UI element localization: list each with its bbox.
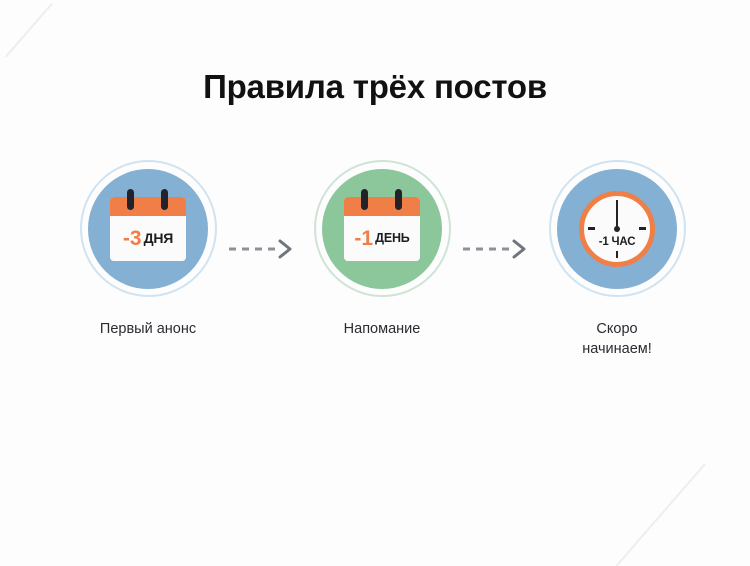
- calendar-ring-right-icon: [161, 188, 168, 210]
- step-1-disc: -3 ДНЯ: [88, 168, 208, 289]
- step-2-disc: -1 ДЕНЬ: [322, 168, 442, 289]
- step-1-caption: Первый анонс: [63, 320, 233, 340]
- step-1-badge-unit: ДНЯ: [143, 230, 174, 246]
- step-3-badge-circle: -1 ЧАС: [548, 160, 686, 297]
- step-reminder: -1 ДЕНЬ Напомание: [297, 160, 467, 340]
- decorative-diagonal-line-top-left: [5, 3, 53, 57]
- page-title: Правила трёх постов: [203, 68, 547, 105]
- steps-diagram: -3 ДНЯ Первый анонс: [0, 160, 750, 390]
- calendar-icon: -3 ДНЯ: [110, 188, 186, 261]
- clock-tick-3-icon: [639, 227, 646, 230]
- calendar-header-band: [344, 196, 420, 216]
- clock-tick-9-icon: [588, 227, 595, 230]
- arrow-step2-to-step3: [462, 238, 530, 260]
- step-3-caption: Скоро начинаем!: [532, 320, 702, 359]
- step-1-badge-number: -3: [122, 226, 142, 250]
- step-1-badge-circle: -3 ДНЯ: [79, 160, 217, 297]
- clock-icon: -1 ЧАС: [579, 190, 655, 267]
- step-1-caption-line-1: Первый анонс: [99, 321, 197, 337]
- clock-tick-6-icon: [615, 250, 619, 258]
- step-2-badge-circle: -1 ДЕНЬ: [313, 160, 451, 297]
- clock-pivot-icon: [614, 225, 620, 232]
- clock-hand-icon: [615, 204, 619, 229]
- calendar-ring-right-icon: [395, 188, 402, 210]
- step-2-badge-unit: ДЕНЬ: [375, 230, 410, 245]
- decorative-diagonal-line-bottom-right: [615, 463, 706, 566]
- calendar-body: -3 ДНЯ: [110, 215, 186, 261]
- step-2-caption: Напомание: [297, 320, 467, 340]
- calendar-ring-left-icon: [127, 188, 134, 210]
- calendar-icon: -1 ДЕНЬ: [344, 188, 420, 261]
- step-3-badge-label: -1 ЧАС: [598, 235, 636, 248]
- calendar-ring-left-icon: [361, 188, 368, 210]
- calendar-header-band: [110, 196, 186, 216]
- step-first-announcement: -3 ДНЯ Первый анонс: [63, 160, 233, 340]
- arrow-step1-to-step2: [228, 238, 296, 260]
- step-2-badge-number: -1: [354, 226, 374, 250]
- step-3-caption-line-2: начинаем!: [582, 340, 652, 357]
- step-starting-soon: -1 ЧАС Скоро начинаем!: [532, 160, 702, 359]
- step-3-caption-line-1: Скоро: [596, 321, 638, 337]
- step-3-disc: -1 ЧАС: [557, 168, 677, 289]
- clock-tick-12-icon: [615, 199, 619, 207]
- calendar-body: -1 ДЕНЬ: [344, 215, 420, 261]
- step-2-caption-line-1: Напомание: [343, 321, 421, 337]
